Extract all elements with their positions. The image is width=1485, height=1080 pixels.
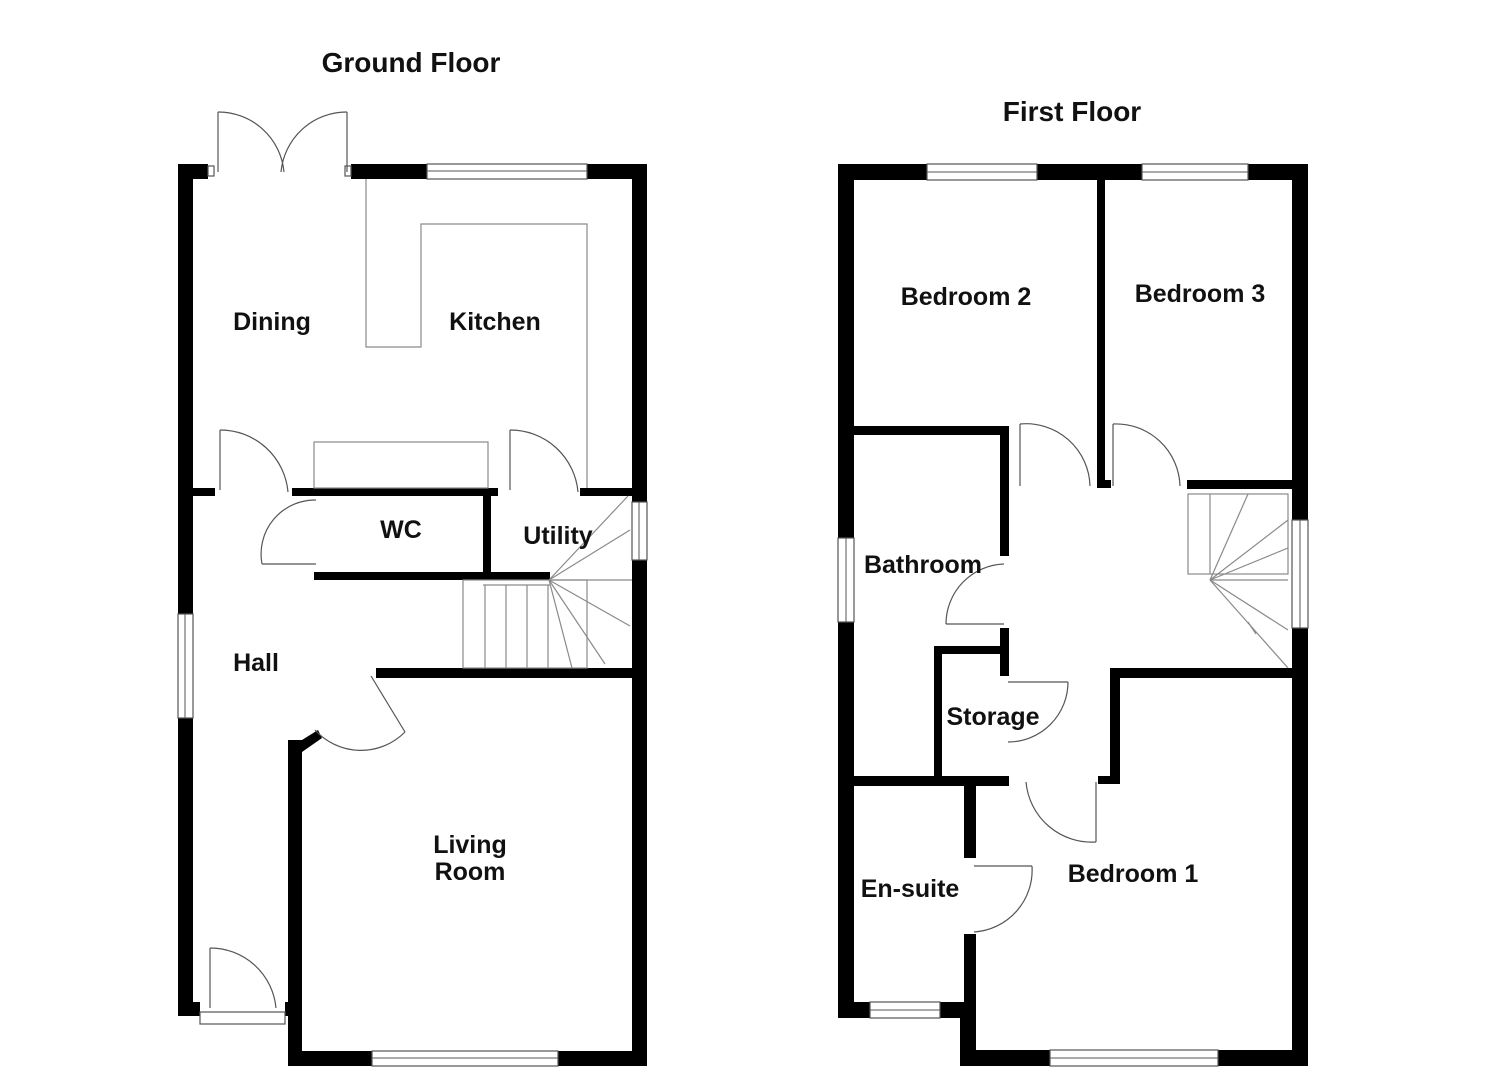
ground-floor-windows [177, 163, 648, 1067]
room-label-kitchen: Kitchen [449, 308, 541, 336]
ground-floor-room-labels: Dining Kitchen WC Utility Hall Living Ro… [233, 308, 593, 886]
room-label-hall: Hall [233, 649, 279, 677]
room-label-storage: Storage [946, 703, 1039, 731]
ground-floor-stairs [462, 495, 631, 669]
room-label-utility: Utility [523, 522, 593, 550]
ground-floor-fixtures [313, 179, 632, 581]
room-label-bedroom-1: Bedroom 1 [1068, 860, 1199, 888]
first-floor-room-labels: Bedroom 2 Bedroom 3 Bathroom Storage En-… [861, 280, 1266, 903]
room-label-bedroom-2: Bedroom 2 [901, 283, 1032, 311]
first-floor-plan: First Floor [837, 96, 1309, 1067]
ground-floor-outer-walls [178, 164, 647, 1066]
ground-floor-doors [207, 111, 579, 1009]
first-floor-title: First Floor [1003, 96, 1142, 127]
first-floor-stairs [1187, 493, 1289, 669]
room-label-en-suite: En-suite [861, 875, 960, 903]
first-floor-doors [945, 423, 1181, 933]
ground-floor-plan: Ground Floor [177, 47, 648, 1067]
ground-floor-interior-walls [193, 488, 632, 752]
room-label-bedroom-3: Bedroom 3 [1135, 280, 1266, 308]
first-floor-windows [837, 163, 1309, 1067]
room-label-wc: WC [380, 516, 422, 544]
room-label-living-line1: Living [433, 831, 507, 859]
first-floor-interior-walls [854, 180, 1292, 1020]
room-label-dining: Dining [233, 308, 311, 336]
ground-floor-title: Ground Floor [322, 47, 501, 78]
room-label-bathroom: Bathroom [864, 551, 982, 579]
room-label-living-line2: Room [435, 858, 506, 886]
